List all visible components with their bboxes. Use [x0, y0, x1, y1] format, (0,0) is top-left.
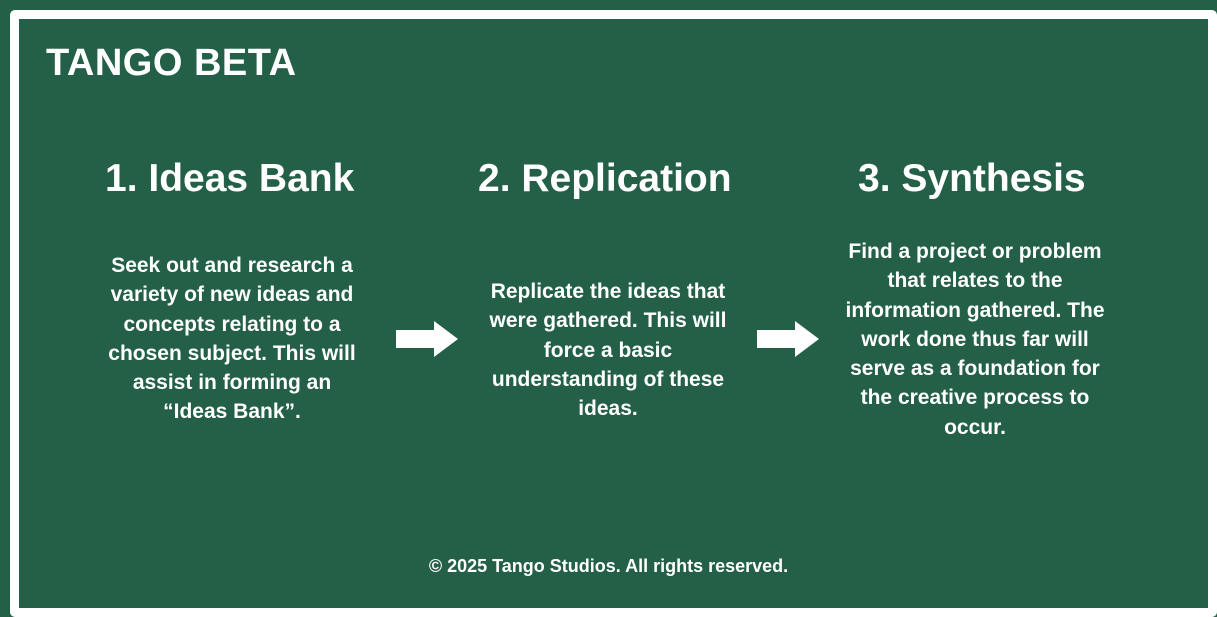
right-arrow-icon	[396, 321, 458, 357]
step-1-description: Seek out and research a variety of new i…	[108, 254, 356, 424]
right-arrow-icon	[757, 321, 819, 357]
step-2-description: Replicate the ideas that were gathered. …	[489, 280, 727, 421]
step-1-title: 1. Ideas Bank	[105, 157, 355, 200]
step-2-title: 2. Replication	[478, 157, 732, 200]
copyright-footer: © 2025 Tango Studios. All rights reserve…	[428, 556, 789, 576]
step-3-description: Find a project or problem that relates t…	[845, 240, 1105, 439]
step-3-title: 3. Synthesis	[858, 157, 1086, 200]
brand-title: TANGO BETA	[46, 42, 297, 84]
diagram-frame	[10, 10, 1217, 617]
